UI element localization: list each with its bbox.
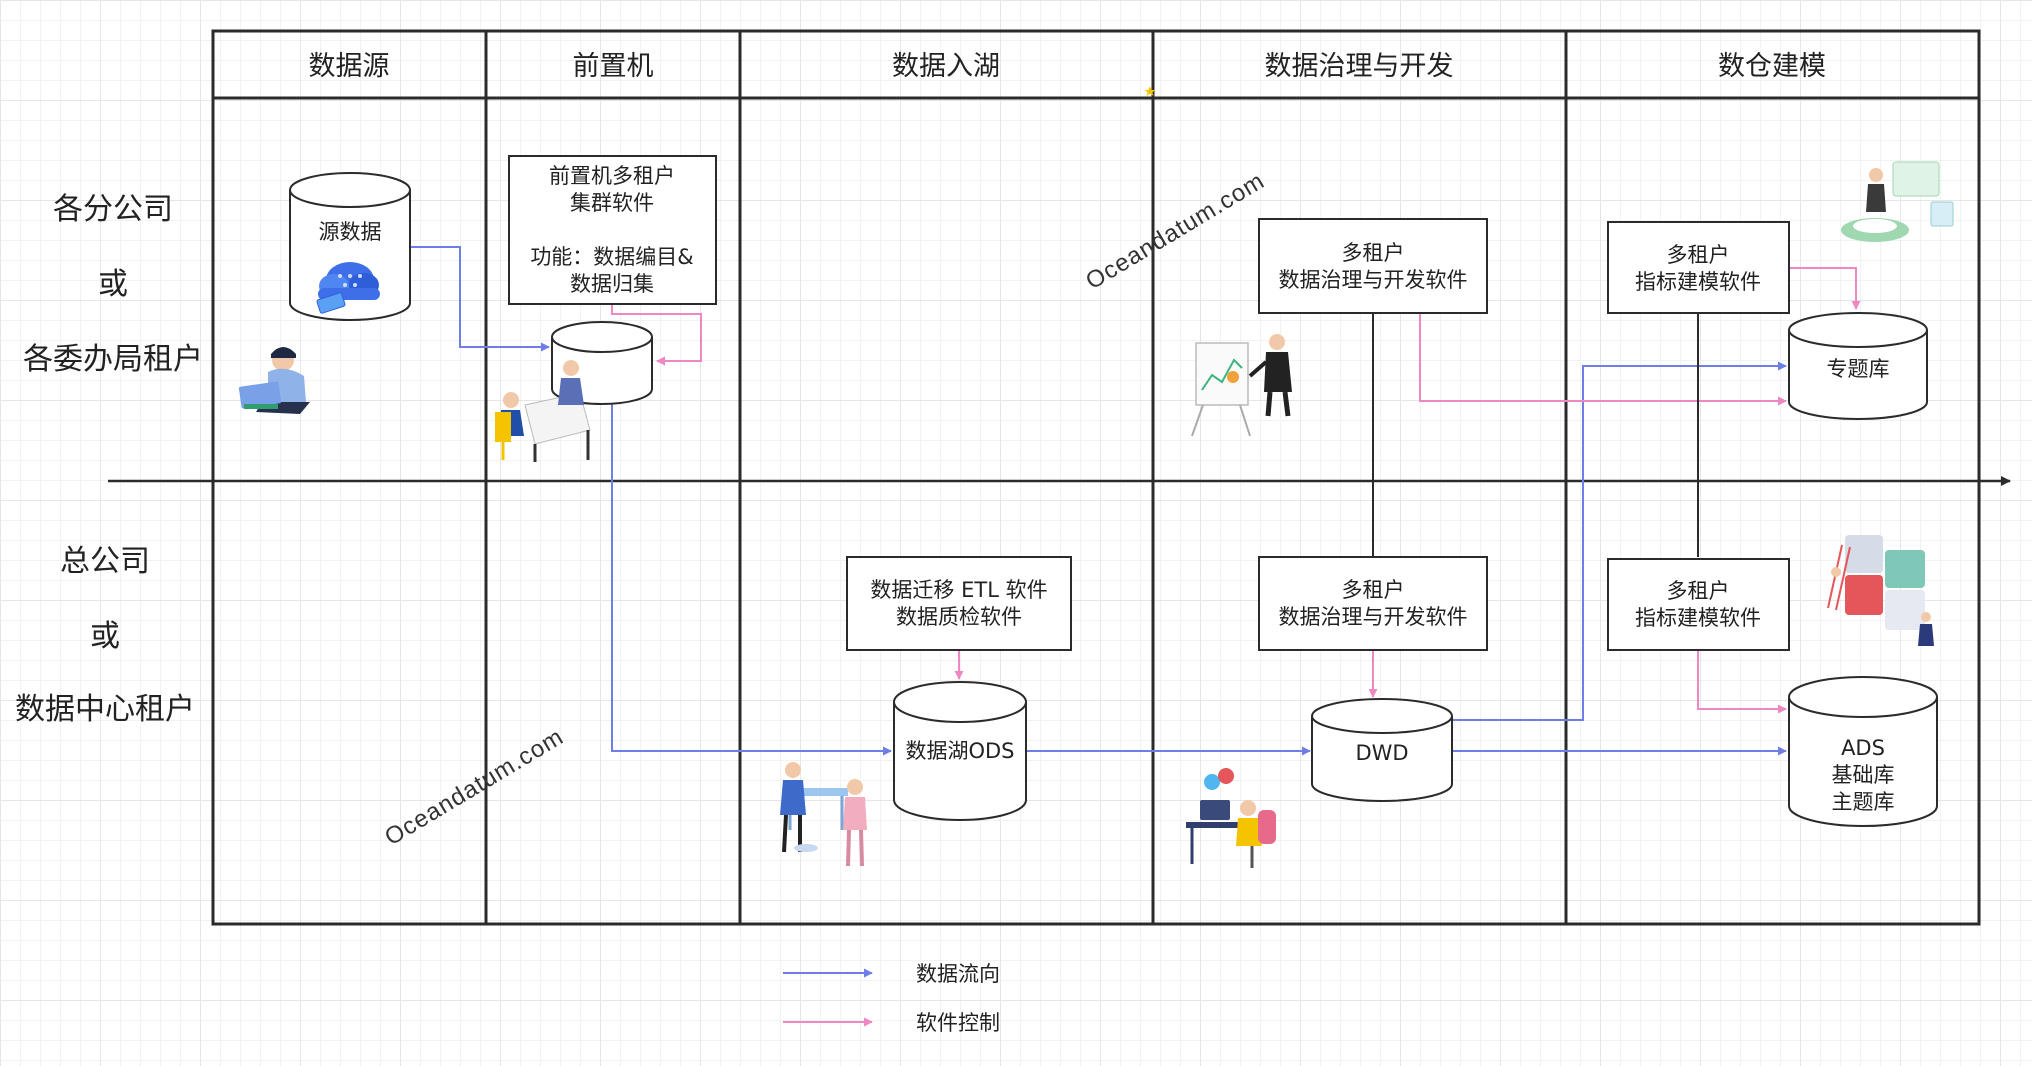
svg-text:基础库: 基础库 — [1832, 763, 1895, 787]
legend: 数据流向 软件控制 — [783, 962, 1000, 1035]
topic-db-cylinder: 专题库 — [1788, 312, 1928, 420]
control-connectors — [611, 267, 1861, 714]
collaboration-illustration — [780, 762, 867, 867]
svg-text:多租户: 多租户 — [1342, 578, 1405, 602]
svg-text:数据质检软件: 数据质检软件 — [896, 605, 1022, 629]
svg-text:源数据: 源数据 — [319, 220, 382, 244]
frontend-software-box: 前置机多租户 集群软件 功能：数据编目& 数据归集 — [508, 155, 717, 305]
source-data-cylinder: 源数据 — [289, 172, 411, 321]
person-with-laptop-illustration — [238, 347, 310, 414]
svg-text:数据湖ODS: 数据湖ODS — [905, 739, 1014, 763]
column-header-source: 数据源 — [309, 51, 390, 82]
dwd-cylinder: DWD — [1311, 698, 1453, 802]
target-growth-illustration — [1144, 86, 1954, 242]
ads-db-cylinder: ADS 基础库 主题库 — [1788, 676, 1938, 827]
column-header-ingestion: 数据入湖 — [892, 51, 1000, 82]
legend-control-label: 软件控制 — [916, 1011, 1000, 1035]
column-header-modeling: 数仓建模 — [1718, 51, 1826, 82]
control-model-to-topic — [1789, 267, 1861, 310]
svg-text:多租户: 多租户 — [1667, 243, 1730, 267]
flow-source-to-frontend — [410, 246, 550, 352]
etl-software-box: 数据迁移 ETL 软件 数据质检软件 — [846, 556, 1072, 651]
svg-text:多租户: 多租户 — [1667, 579, 1730, 603]
control-model-to-ads — [1697, 650, 1787, 714]
control-frontend-software — [611, 304, 702, 366]
svg-text:功能：数据编目&: 功能：数据编目& — [530, 245, 693, 269]
svg-text:专题库: 专题库 — [1827, 357, 1890, 381]
svg-text:数据治理与开发软件: 数据治理与开发软件 — [1279, 605, 1468, 629]
modeling-software-box-top: 多租户 指标建模软件 — [1607, 221, 1790, 314]
control-gov-to-topic — [1419, 313, 1787, 406]
column-header-frontend: 前置机 — [573, 51, 654, 82]
svg-text:集群软件: 集群软件 — [570, 191, 654, 215]
swimlane-table — [211, 29, 1981, 926]
flow-dwd-to-topic — [1452, 361, 1787, 721]
legend-data-flow-label: 数据流向 — [916, 962, 1000, 986]
svg-text:数据归集: 数据归集 — [570, 272, 654, 296]
data-flow-connectors — [410, 246, 1787, 756]
row-label-top-line3: 各委办局租户 — [23, 342, 203, 377]
svg-text:ADS: ADS — [1841, 736, 1885, 760]
svg-text:指标建模软件: 指标建模软件 — [1635, 606, 1761, 630]
row-label-top-line1: 各分公司 — [53, 192, 173, 227]
presenter-illustration — [1191, 334, 1292, 437]
svg-text:DWD: DWD — [1355, 741, 1408, 765]
governance-software-box-bottom: 多租户 数据治理与开发软件 — [1258, 556, 1488, 651]
puzzle-ladder-illustration — [1827, 535, 1934, 646]
row-label-bottom-line1: 总公司 — [60, 544, 150, 579]
row-label-top-line2: 或 — [98, 267, 128, 302]
data-lake-ods-cylinder: 数据湖ODS — [893, 681, 1027, 821]
flow-frontend-to-lake — [611, 404, 892, 756]
svg-text:多租户: 多租户 — [1342, 241, 1405, 265]
svg-text:数据治理与开发软件: 数据治理与开发软件 — [1279, 268, 1468, 292]
meeting-illustration — [495, 360, 591, 462]
modeling-software-box-bottom: 多租户 指标建模软件 — [1607, 558, 1790, 651]
svg-text:主题库: 主题库 — [1832, 790, 1895, 814]
svg-text:数据迁移 ETL 软件: 数据迁移 ETL 软件 — [870, 578, 1047, 602]
cloud-icon — [316, 262, 380, 314]
watermark-top: Oceandatum.com — [1081, 167, 1269, 295]
svg-text:指标建模软件: 指标建模软件 — [1635, 270, 1761, 294]
developer-at-desk-illustration — [1186, 768, 1276, 868]
column-header-governance: 数据治理与开发 — [1265, 51, 1454, 82]
governance-software-box-top: 多租户 数据治理与开发软件 — [1258, 218, 1488, 314]
watermark-bottom: Oceandatum.com — [380, 723, 568, 851]
row-label-bottom-line2: 或 — [90, 619, 120, 654]
svg-text:前置机多租户: 前置机多租户 — [549, 164, 675, 188]
row-label-bottom-line3: 数据中心租户 — [15, 692, 195, 727]
